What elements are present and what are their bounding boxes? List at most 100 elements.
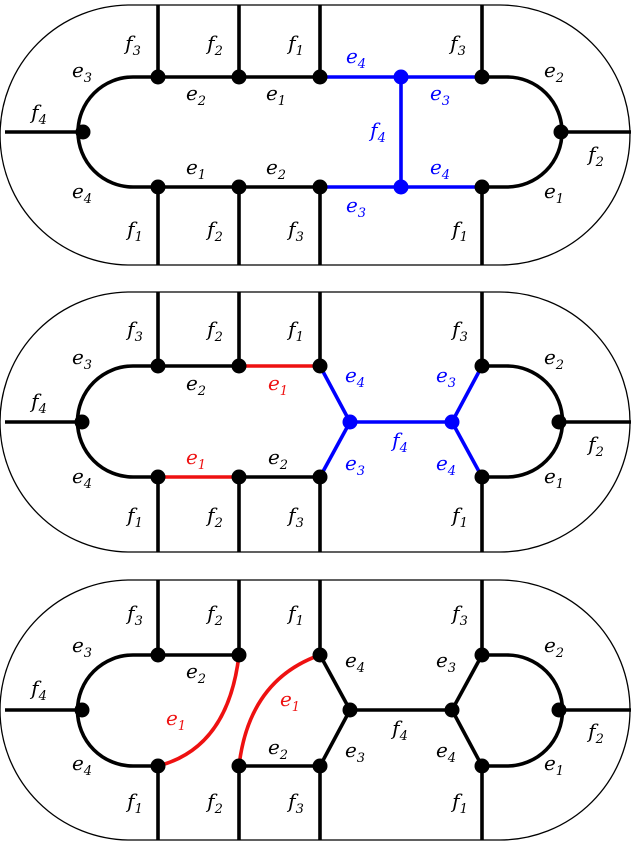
vertex (231, 647, 247, 663)
edge-label: e2 (268, 445, 288, 473)
edge-label: f4 (390, 428, 408, 456)
vertex (74, 702, 90, 718)
right-arc (482, 653, 565, 768)
vertex (444, 702, 460, 718)
edge-label: f3 (125, 317, 143, 345)
vertex (150, 358, 166, 374)
edge-label: f2 (205, 503, 223, 531)
vertex (312, 469, 328, 485)
edge-label: f3 (448, 31, 466, 59)
center-edge (450, 709, 484, 767)
blue-edge (318, 365, 352, 423)
edge-label: e3 (72, 58, 92, 86)
vertices (75, 69, 569, 195)
edge-label: e3 (346, 193, 366, 221)
vertex (474, 69, 490, 85)
vertex (312, 69, 328, 85)
edge-label: e2 (544, 345, 564, 373)
edge-label: f3 (286, 217, 304, 245)
edge-label: e3 (72, 633, 92, 661)
edge-label: e4 (436, 451, 456, 479)
panel-2: f3 f2 f1 f3 e3 e4 e3 e2 e2 e1 f4 f4 f2 e… (0, 291, 631, 553)
edge-label: f1 (450, 789, 468, 817)
vertex-blue (393, 69, 409, 85)
vertex-blue (393, 179, 409, 195)
edge-label: f3 (450, 601, 468, 629)
vertex (474, 647, 490, 663)
edge-label: e4 (72, 751, 92, 779)
center-edge (450, 654, 484, 711)
vertex (342, 702, 358, 718)
edge-label: f1 (450, 503, 468, 531)
edge-label: f1 (286, 317, 304, 345)
edge-label: f4 (368, 118, 386, 146)
vertex-blue (444, 414, 460, 430)
vertex (150, 647, 166, 663)
edge-label: e2 (544, 633, 564, 661)
blue-edge (318, 421, 352, 478)
black-edges (5, 580, 631, 840)
edge-label: e4 (345, 648, 365, 676)
vertex (75, 124, 91, 140)
vertex (551, 414, 567, 430)
edge-label: e1 (186, 155, 206, 183)
edge-label: f4 (29, 389, 47, 417)
edge-label: e3 (430, 81, 450, 109)
vertex (231, 69, 247, 85)
vertex (231, 469, 247, 485)
edge-label: f1 (125, 503, 143, 531)
red-edge (157, 654, 241, 768)
blue-edge (450, 421, 484, 478)
outer-boundary (0, 579, 631, 841)
edge-labels: f3 f2 f1 f3 e3 e2 e4 e3 e2 f4 e1 e1 f4 f… (29, 601, 604, 817)
vertex (312, 358, 328, 374)
edge-label: e4 (345, 363, 365, 391)
edge-label: f1 (286, 31, 304, 59)
edge-label: f2 (205, 31, 223, 59)
edge-label: f4 (390, 716, 408, 744)
vertex (312, 179, 328, 195)
edge-label: e4 (436, 738, 456, 766)
edge-label: f1 (286, 601, 304, 629)
vertex (150, 758, 166, 774)
vertex (474, 358, 490, 374)
red-edges (157, 653, 321, 768)
edge-label: f3 (450, 317, 468, 345)
vertex (231, 358, 247, 374)
edge-label: f1 (125, 217, 143, 245)
vertex (231, 758, 247, 774)
outer-boundary (0, 291, 631, 553)
edge-label: e1 (544, 751, 564, 779)
edge-label: f2 (205, 317, 223, 345)
edge-label: f3 (123, 31, 141, 59)
black-edges (5, 5, 631, 265)
vertex-blue (342, 414, 358, 430)
edge-label: e2 (268, 735, 288, 763)
edge-label: e4 (72, 464, 92, 492)
right-arc (482, 364, 565, 479)
edge-label: f3 (125, 601, 143, 629)
edge-label: f2 (586, 432, 604, 460)
edge-label: f2 (205, 601, 223, 629)
edge-label: e2 (186, 659, 206, 687)
edge-label: f2 (586, 142, 604, 170)
vertex (150, 69, 166, 85)
center-edge (318, 709, 352, 767)
edge-label: f3 (286, 789, 304, 817)
edge-label: e1 (268, 371, 288, 399)
outer-boundary (0, 4, 631, 266)
vertex (312, 647, 328, 663)
red-edge (237, 653, 321, 767)
vertex (474, 179, 490, 195)
vertices (74, 647, 567, 774)
left-arc (75, 653, 158, 768)
edge-label: f2 (205, 789, 223, 817)
edge-label: e1 (280, 687, 300, 715)
left-arc (75, 364, 158, 479)
red-edges (158, 364, 320, 479)
center-edge (318, 654, 352, 711)
blue-edge (450, 365, 484, 423)
edge-label: f2 (586, 719, 604, 747)
vertex (150, 469, 166, 485)
edge-label: e1 (544, 464, 564, 492)
